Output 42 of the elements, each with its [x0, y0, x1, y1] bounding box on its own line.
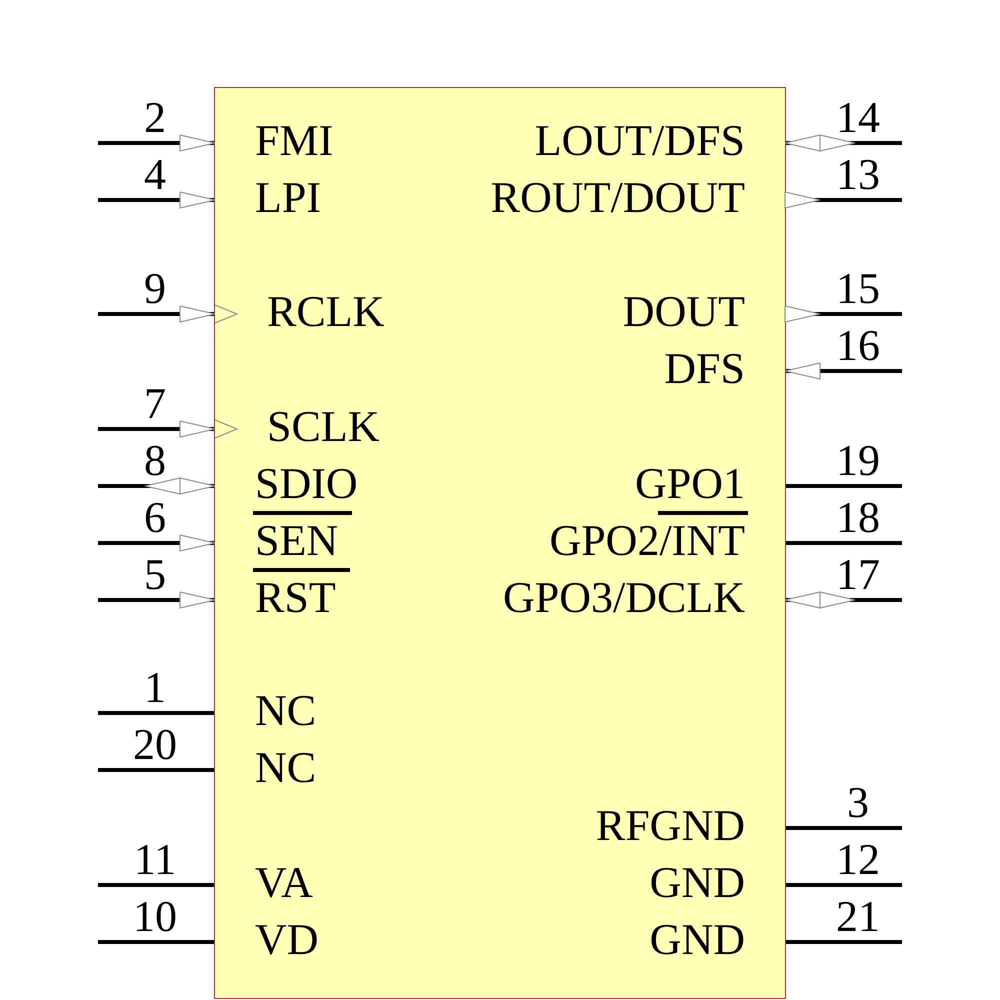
pin-number: 14	[836, 96, 880, 140]
pin-name: DOUT	[622, 290, 745, 334]
pin-name: VA	[255, 861, 313, 905]
pin-number: 5	[144, 553, 166, 597]
pin-number: 13	[836, 153, 880, 197]
pin-name: ROUT/DOUT	[490, 176, 745, 220]
pin-name: LOUT/DFS	[534, 119, 745, 163]
pin-number: 18	[836, 496, 880, 540]
pin-number: 3	[847, 781, 869, 825]
pin-number: 9	[144, 267, 166, 311]
pin-number: 2	[144, 96, 166, 140]
pin-name: FMI	[255, 119, 334, 163]
pin-number: 8	[144, 439, 166, 483]
pin-number: 20	[133, 723, 177, 767]
pin-name: RCLK	[267, 290, 384, 334]
pin-name: GPO1	[634, 462, 745, 506]
pin-name: GPO2/INT	[549, 519, 745, 563]
pin-number: 11	[134, 838, 176, 882]
pin-number: 19	[836, 439, 880, 483]
pin-name: GND	[650, 861, 745, 905]
pin-name: NC	[255, 689, 316, 733]
pin-name: GND	[650, 918, 745, 962]
pin-name: SDIO	[255, 462, 358, 506]
pin-name: LPI	[255, 176, 321, 220]
pin-number: 12	[836, 838, 880, 882]
pin-number: 4	[144, 153, 166, 197]
pin-number: 7	[144, 382, 166, 426]
pin-number: 16	[836, 324, 880, 368]
pin-name: DFS	[664, 347, 745, 391]
pin-name: VD	[255, 918, 319, 962]
pin-name: RST	[255, 576, 336, 620]
pin-number: 6	[144, 496, 166, 540]
pin-name: SCLK	[267, 405, 380, 449]
pin-number: 1	[144, 666, 166, 710]
pin-number: 10	[133, 895, 177, 939]
pin-name: NC	[255, 746, 316, 790]
pin-name: GPO3/DCLK	[502, 576, 745, 620]
pin-name: RFGND	[596, 804, 745, 848]
pin-number: 15	[836, 267, 880, 311]
pin-number: 17	[836, 553, 880, 597]
pin-number: 21	[836, 895, 880, 939]
pin-name: SEN	[255, 519, 338, 563]
